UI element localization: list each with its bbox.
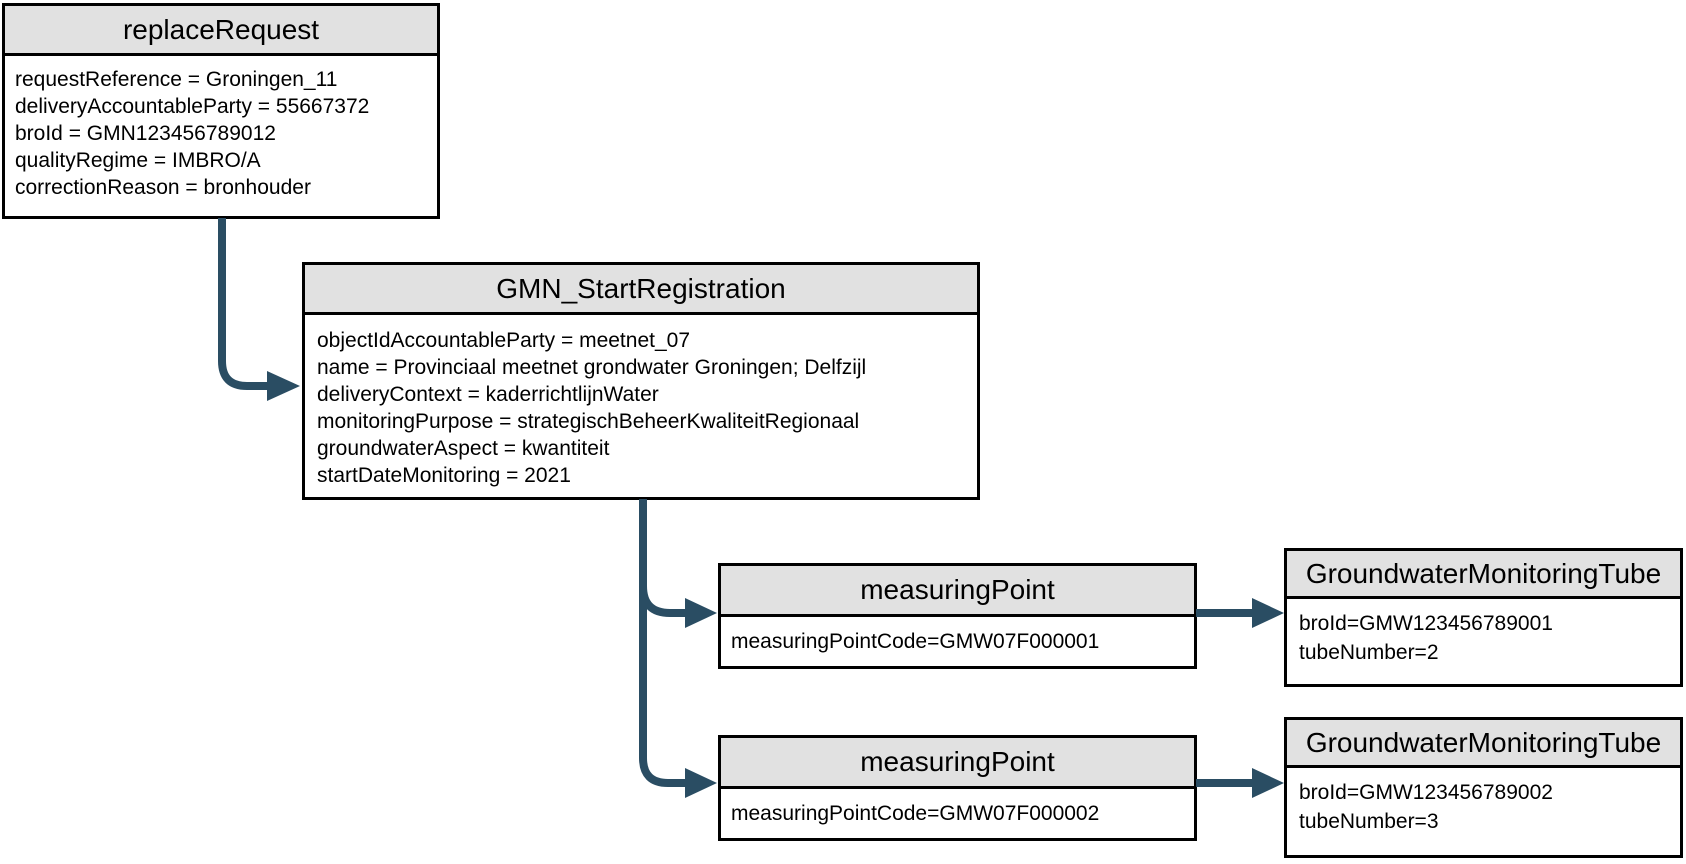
node-title: GroundwaterMonitoringTube — [1287, 551, 1680, 599]
attribute-line: correctionReason = bronhouder — [15, 176, 311, 199]
attribute-line: tubeNumber=3 — [1299, 810, 1439, 833]
node-groundwater-monitoring-tube-2: GroundwaterMonitoringTube broId=GMW12345… — [1284, 717, 1683, 858]
node-gmn-start-registration: GMN_StartRegistration objectIdAccountabl… — [302, 262, 980, 500]
attribute-line: name = Provinciaal meetnet grondwater Gr… — [317, 356, 867, 379]
node-groundwater-monitoring-tube-1: GroundwaterMonitoringTube broId=GMW12345… — [1284, 548, 1683, 687]
arrowhead-measuringpoint1-to-tube1 — [1252, 598, 1284, 628]
node-attributes: broId=GMW123456789002 tubeNumber=3 — [1287, 768, 1680, 836]
node-attributes: measuringPointCode=GMW07F000002 — [721, 789, 1194, 838]
arrowhead-gmn-to-measuringpoint-1 — [685, 598, 717, 628]
attribute-line: qualityRegime = IMBRO/A — [15, 149, 261, 172]
node-attributes: measuringPointCode=GMW07F000001 — [721, 617, 1194, 666]
node-measuring-point-2: measuringPoint measuringPointCode=GMW07F… — [718, 735, 1197, 841]
attribute-line: measuringPointCode=GMW07F000002 — [731, 801, 1100, 825]
attribute-line: requestReference = Groningen_11 — [15, 68, 338, 91]
attribute-line: measuringPointCode=GMW07F000001 — [731, 629, 1100, 653]
attribute-line: groundwaterAspect = kwantiteit — [317, 437, 610, 460]
attribute-line: tubeNumber=2 — [1299, 641, 1439, 664]
arrowhead-gmn-to-measuringpoint-2 — [685, 768, 717, 798]
node-title: GMN_StartRegistration — [305, 265, 977, 315]
attribute-line: startDateMonitoring = 2021 — [317, 464, 571, 487]
node-attributes: requestReference = Groningen_11 delivery… — [5, 56, 437, 201]
attribute-line: deliveryContext = kaderrichtlijnWater — [317, 383, 659, 406]
arrow-replacerequest-to-gmn — [218, 218, 267, 390]
node-attributes: objectIdAccountableParty = meetnet_07 na… — [305, 315, 977, 489]
node-title: replaceRequest — [5, 6, 437, 56]
node-attributes: broId=GMW123456789001 tubeNumber=2 — [1287, 599, 1680, 667]
node-measuring-point-1: measuringPoint measuringPointCode=GMW07F… — [718, 563, 1197, 669]
node-title: measuringPoint — [721, 566, 1194, 617]
arrowhead-measuringpoint2-to-tube2 — [1252, 768, 1284, 798]
arrow-gmn-to-measuringpoint-1 — [639, 585, 685, 617]
attribute-line: broId=GMW123456789001 — [1299, 612, 1553, 635]
node-replace-request: replaceRequest requestReference = Gronin… — [2, 3, 440, 219]
attribute-line: deliveryAccountableParty = 55667372 — [15, 95, 370, 118]
arrow-gmn-to-measuringpoint-2 — [639, 499, 685, 787]
attribute-line: objectIdAccountableParty = meetnet_07 — [317, 329, 690, 352]
attribute-line: monitoringPurpose = strategischBeheerKwa… — [317, 410, 860, 433]
node-title: GroundwaterMonitoringTube — [1287, 720, 1680, 768]
arrowhead-replacerequest-to-gmn — [267, 371, 300, 401]
attribute-line: broId=GMW123456789002 — [1299, 781, 1553, 804]
node-title: measuringPoint — [721, 738, 1194, 789]
attribute-line: broId = GMN123456789012 — [15, 122, 276, 145]
